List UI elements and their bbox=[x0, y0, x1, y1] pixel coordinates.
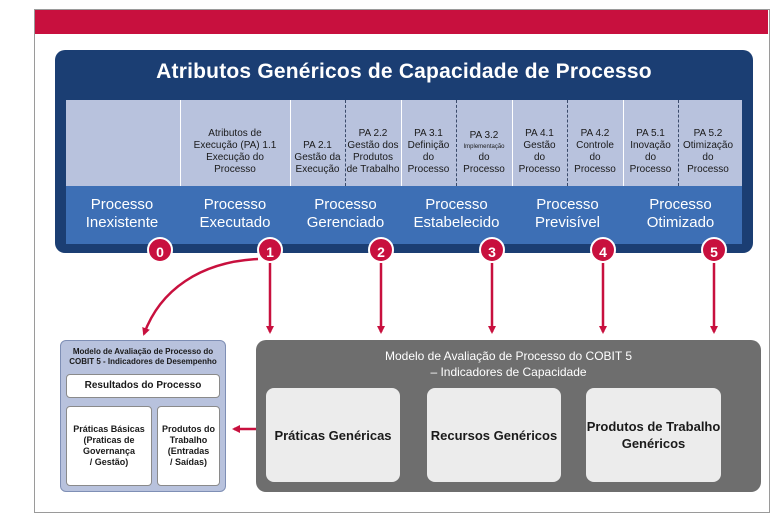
separator bbox=[345, 100, 346, 186]
separator bbox=[567, 100, 568, 186]
process-levels-row bbox=[66, 186, 742, 244]
attribute-pa-3-2-line: PA 3.2 bbox=[469, 130, 499, 141]
level-2-label: Processo Gerenciado bbox=[306, 196, 385, 231]
attribute-pa-5-2: PA 5.2 Otimização do Processo bbox=[682, 128, 733, 175]
attribute-pa-2-1: PA 2.1 Gestão da Execução bbox=[294, 140, 341, 175]
attribute-pa-3-2-line: Implementação bbox=[463, 144, 505, 150]
attribute-pa-3-1: PA 3.1 Definição do Processo bbox=[407, 128, 450, 175]
panel-title: Atributos Genéricos de Capacidade de Pro… bbox=[156, 60, 652, 83]
separator bbox=[290, 100, 291, 186]
separator bbox=[512, 100, 513, 186]
generic-work-products-card: Produtos de Trabalho Genéricos bbox=[586, 388, 721, 482]
attribute-pa-3-2-line: do bbox=[478, 152, 490, 163]
generic-practices-card: Práticas Genéricas bbox=[266, 388, 400, 482]
level-2-badge: 2 bbox=[368, 237, 394, 263]
level-3-badge: 3 bbox=[479, 237, 505, 263]
attributes-row bbox=[66, 100, 742, 186]
level-1-badge: 1 bbox=[257, 237, 283, 263]
process-results-box: Resultados do Processo bbox=[66, 374, 220, 398]
separator bbox=[456, 100, 457, 186]
attribute-pa-2-2: PA 2.2 Gestão dos Produtos de Trabalho bbox=[346, 128, 400, 175]
level-0-badge: 0 bbox=[147, 237, 173, 263]
level-4-badge: 4 bbox=[590, 237, 616, 263]
performance-box-title: Modelo de Avaliação de Processo do COBIT… bbox=[69, 347, 217, 366]
separator bbox=[623, 100, 624, 186]
header-bar bbox=[35, 10, 768, 34]
separator bbox=[401, 100, 402, 186]
level-1-label: Processo Executado bbox=[199, 196, 271, 231]
separator bbox=[180, 100, 181, 186]
level-5-label: Processo Otimizado bbox=[646, 196, 715, 231]
generic-resources-card: Recursos Genéricos bbox=[427, 388, 561, 482]
base-practices-box: Práticas Básicas (Praticas de Governança… bbox=[66, 406, 152, 486]
attribute-pa-3-2-line: Processo bbox=[463, 164, 505, 175]
separator bbox=[678, 100, 679, 186]
arrow-level-1-to-performance bbox=[142, 257, 259, 336]
level-5-badge: 5 bbox=[701, 237, 727, 263]
attribute-pa-1-1: Atributos de Execução (PA) 1.1 Execução … bbox=[193, 128, 277, 175]
work-products-box: Produtos do Trabalho (Entradas / Saídas) bbox=[157, 406, 220, 486]
attribute-pa-5-1: PA 5.1 Inovação do Processo bbox=[629, 128, 672, 175]
attribute-pa-4-2: PA 4.2 Controle do Processo bbox=[574, 128, 616, 175]
capability-box-title: Modelo de Avaliação de Processo do COBIT… bbox=[384, 349, 633, 379]
level-4-label: Processo Previsível bbox=[534, 196, 601, 231]
attribute-pa-4-1: PA 4.1 Gestão do Processo bbox=[518, 128, 561, 175]
level-3-label: Processo Estabelecido bbox=[413, 196, 500, 231]
level-0-label: Processo Inexistente bbox=[85, 196, 159, 231]
